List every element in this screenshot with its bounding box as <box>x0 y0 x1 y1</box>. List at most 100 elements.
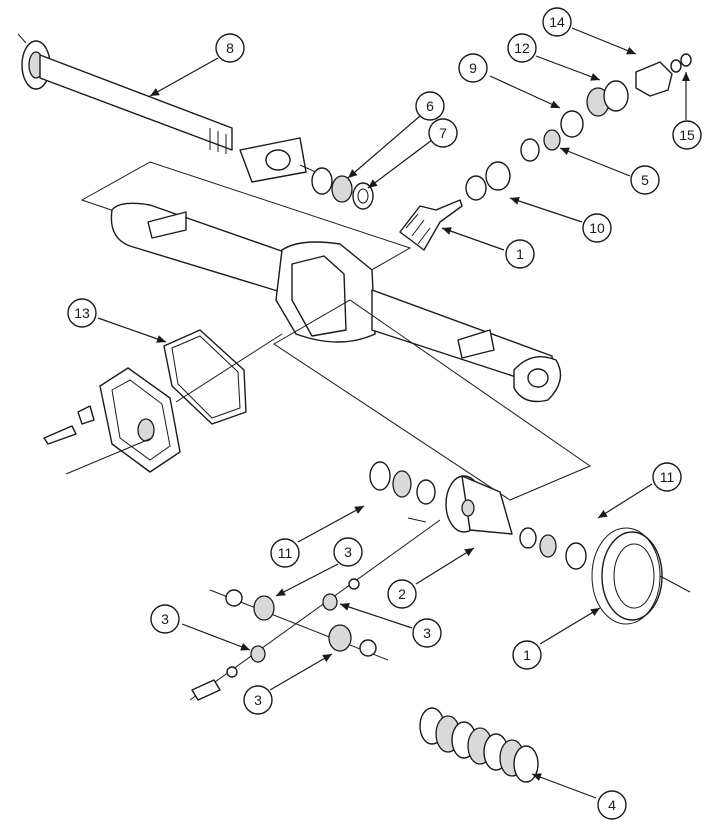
callout-c13: 13 <box>67 298 167 343</box>
callout-circle <box>597 790 627 820</box>
callout-c6: 6 <box>347 91 445 179</box>
spider-gears <box>189 519 441 701</box>
leader-arrowhead <box>682 72 690 81</box>
leader-line <box>367 139 433 189</box>
callout-number: 3 <box>423 625 431 641</box>
leader-line <box>269 653 333 691</box>
callout-c1b: 1 <box>512 607 601 670</box>
leader-arrowhead <box>442 227 452 235</box>
leader-arrowhead <box>276 588 286 596</box>
leader-line <box>571 27 637 55</box>
callout-circle <box>630 165 660 195</box>
leader-arrowhead <box>348 169 358 178</box>
leader-line <box>597 483 653 519</box>
callout-number: 9 <box>469 60 477 76</box>
pinion-gear <box>399 199 463 251</box>
pinion-bearings <box>465 53 692 201</box>
callout-c8a: 8 <box>149 33 245 97</box>
callout-number: 10 <box>589 220 605 236</box>
callout-number: 15 <box>679 127 695 143</box>
callout-circle <box>458 53 488 83</box>
clutch-plates <box>419 707 539 783</box>
leader-arrowhead <box>340 603 350 611</box>
callout-number: 5 <box>641 172 649 188</box>
callout-c1a: 1 <box>441 227 535 269</box>
callout-number: 1 <box>516 246 524 262</box>
axle-shaft <box>17 33 319 183</box>
leader-arrowhead <box>156 335 166 343</box>
callout-number: 3 <box>254 692 262 708</box>
leader-line <box>415 547 475 585</box>
callout-c5: 5 <box>559 147 660 195</box>
leader-arrowhead <box>368 179 378 188</box>
callout-circle <box>415 91 445 121</box>
callout-number: 11 <box>660 469 675 485</box>
callout-c11a: 11 <box>270 505 365 568</box>
leader-line <box>535 55 601 81</box>
leader-line <box>539 607 601 645</box>
callout-circle <box>412 618 442 648</box>
callout-circle <box>672 120 702 150</box>
callout-number: 7 <box>439 125 447 141</box>
leader-line <box>97 317 167 343</box>
callout-circle <box>507 33 537 63</box>
leader-arrowhead <box>560 147 570 156</box>
leader-line <box>509 197 583 223</box>
callout-c2: 2 <box>387 547 475 609</box>
callout-number: 3 <box>161 611 169 627</box>
leader-line <box>489 75 561 109</box>
callout-c3d: 3 <box>243 653 333 715</box>
callout-c11b: 11 <box>597 462 682 519</box>
leader-arrowhead <box>464 548 474 557</box>
callout-number: 14 <box>549 14 565 30</box>
leader-line <box>181 623 251 651</box>
callout-c10: 10 <box>509 197 612 243</box>
leader-arrowhead <box>590 608 600 617</box>
leader-arrowhead <box>240 643 250 651</box>
callout-c15: 15 <box>672 72 702 150</box>
callout-circle <box>333 537 363 567</box>
callout-c3b: 3 <box>150 604 251 651</box>
axle-housing <box>80 161 592 501</box>
callout-number: 12 <box>514 40 530 56</box>
callout-number: 6 <box>426 98 434 114</box>
callout-c4: 4 <box>531 773 627 820</box>
leader-arrowhead <box>626 46 636 55</box>
callout-circle <box>652 462 682 492</box>
callout-c9: 9 <box>458 53 561 109</box>
callout-c7: 7 <box>367 118 458 189</box>
callout-c14: 14 <box>542 7 637 55</box>
callout-number: 8 <box>226 40 234 56</box>
callout-number: 11 <box>278 545 293 561</box>
leader-arrowhead <box>322 654 332 662</box>
callout-circle <box>505 239 535 269</box>
leader-arrowhead <box>150 88 160 96</box>
differential-carrier <box>369 461 587 570</box>
leader-line <box>347 115 421 179</box>
callout-circle <box>270 538 300 568</box>
callout-circle <box>150 604 180 634</box>
leader-line <box>441 227 505 251</box>
leader-line <box>297 505 365 543</box>
leader-line <box>531 773 597 799</box>
callout-circle <box>387 579 417 609</box>
differential-cover <box>43 333 283 475</box>
callout-circle <box>512 640 542 670</box>
leader-arrowhead <box>590 73 600 81</box>
callout-circle <box>582 213 612 243</box>
callout-c3c: 3 <box>339 603 442 648</box>
leader-line <box>559 147 631 177</box>
callout-circle <box>243 685 273 715</box>
leader-arrowhead <box>598 509 608 518</box>
leader-arrowhead <box>354 506 364 514</box>
callout-number: 13 <box>74 305 90 321</box>
callout-number: 3 <box>344 544 352 560</box>
leader-arrowhead <box>550 100 560 108</box>
callout-c3a: 3 <box>275 537 363 597</box>
axle-bearing-seal-set <box>311 167 374 210</box>
callout-circle <box>428 118 458 148</box>
callout-c12: 12 <box>507 33 601 81</box>
leader-arrowhead <box>510 197 520 205</box>
